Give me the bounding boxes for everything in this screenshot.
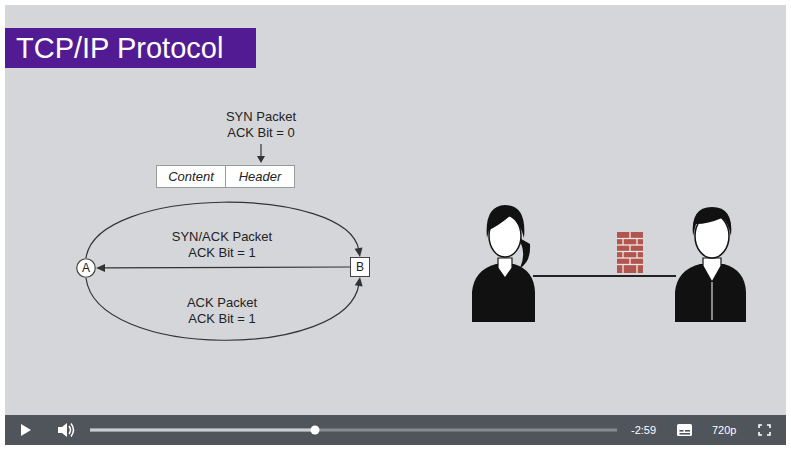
host-circle: A xyxy=(76,258,96,278)
slide-title: TCP/IP Protocol xyxy=(16,31,223,65)
edge-label: SYN/ACK Packet ACK Bit = 1 xyxy=(166,229,278,261)
connector-line xyxy=(86,278,359,340)
fullscreen-icon xyxy=(759,425,770,435)
connection-line xyxy=(533,275,676,277)
connector xyxy=(86,277,363,340)
connector-line xyxy=(103,266,350,268)
woman-figure xyxy=(472,205,535,322)
firewall-bricks xyxy=(617,232,643,273)
arrowhead xyxy=(96,264,105,272)
circle-shape xyxy=(77,259,96,278)
arrowhead xyxy=(355,277,363,286)
title-band: TCP/IP Protocol xyxy=(5,28,256,68)
arrowhead xyxy=(355,247,363,257)
node-label: B xyxy=(356,260,364,274)
content-field: Content xyxy=(156,165,226,188)
progress-played xyxy=(90,429,315,432)
host-square: B xyxy=(350,257,370,277)
progress-track xyxy=(90,429,617,432)
man-figure xyxy=(675,207,746,322)
node-label: Header xyxy=(239,169,282,185)
slide-background xyxy=(5,5,786,415)
control-bar xyxy=(5,415,786,445)
packet-callout: SYN Packet ACK Bit = 0 xyxy=(217,109,305,141)
time-remaining: -2:59 xyxy=(631,423,656,437)
edge-label: ACK Packet ACK Bit = 1 xyxy=(179,295,265,327)
leader-arrow xyxy=(257,144,265,163)
progress-knob xyxy=(311,426,320,435)
captions-icon xyxy=(677,424,692,436)
node-label: Content xyxy=(168,169,214,185)
node-label: A xyxy=(82,261,90,275)
volume-icon xyxy=(58,423,74,437)
play-icon xyxy=(21,424,31,436)
connector xyxy=(96,264,350,272)
quality-setting: 720p xyxy=(712,423,736,437)
header-field: Header xyxy=(225,165,295,188)
